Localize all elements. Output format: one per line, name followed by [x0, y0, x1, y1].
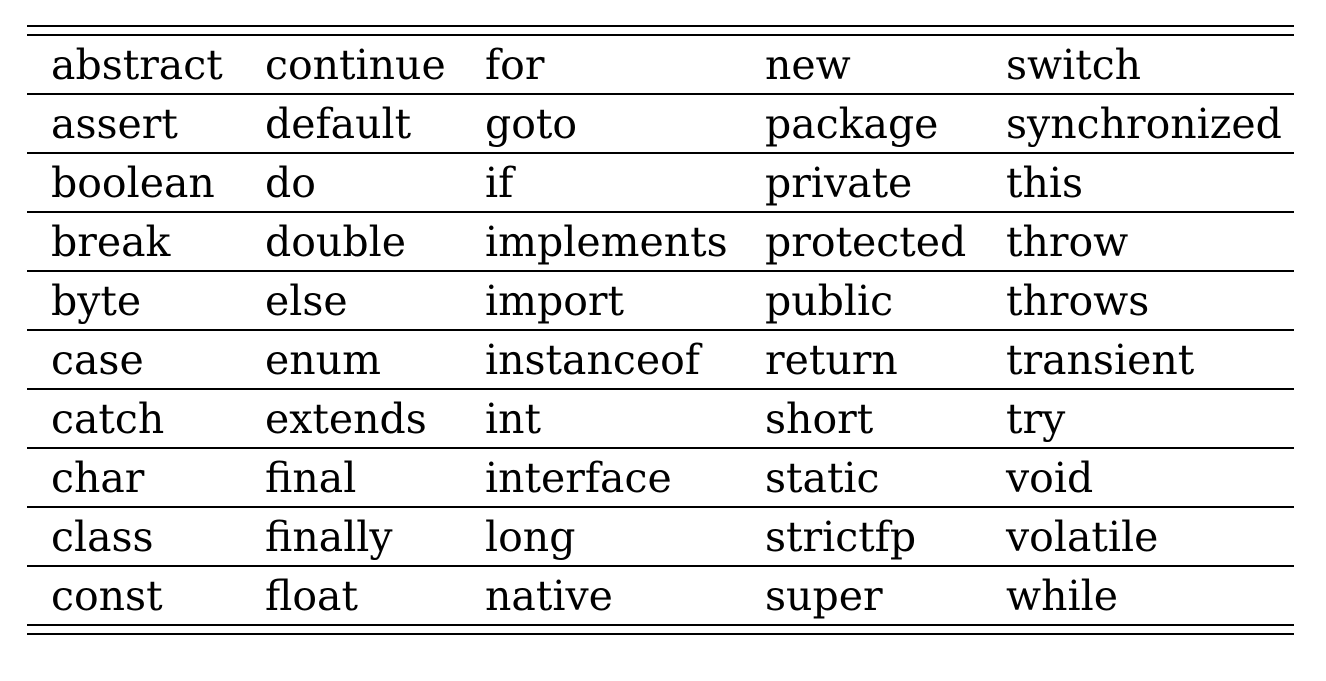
- keyword-cell: case: [51, 336, 144, 384]
- keyword-cell: abstract: [51, 41, 223, 89]
- keyword-cell: goto: [485, 100, 578, 148]
- keyword-cell: strictfp: [765, 513, 917, 561]
- keyword-cell: class: [51, 513, 154, 561]
- table-row: abstract continue for new switch: [27, 36, 1294, 95]
- keyword-cell: throw: [1006, 218, 1129, 266]
- keyword-cell: package: [765, 100, 939, 148]
- keyword-cell: finally: [265, 513, 393, 561]
- keyword-cell: double: [265, 218, 406, 266]
- keyword-cell: protected: [765, 218, 967, 266]
- keyword-cell: new: [765, 41, 851, 89]
- keyword-cell: interface: [485, 454, 672, 502]
- table-row: assert default goto package synchronized: [27, 95, 1294, 154]
- keyword-cell: this: [1006, 159, 1084, 207]
- keyword-cell: try: [1006, 395, 1066, 443]
- table-row: boolean do if private this: [27, 154, 1294, 213]
- keyword-cell: for: [485, 41, 545, 89]
- keyword-cell: default: [265, 100, 412, 148]
- keyword-cell: super: [765, 572, 883, 620]
- keyword-cell: if: [485, 159, 514, 207]
- keyword-cell: catch: [51, 395, 165, 443]
- keyword-cell: public: [765, 277, 894, 325]
- table-top-rule: [27, 25, 1294, 36]
- keyword-cell: while: [1006, 572, 1118, 620]
- keyword-cell: byte: [51, 277, 142, 325]
- table-row: break double implements protected throw: [27, 213, 1294, 272]
- keyword-cell: static: [765, 454, 880, 502]
- top-rule-inner: [27, 34, 1294, 36]
- keyword-cell: float: [265, 572, 358, 620]
- top-rule-outer: [27, 25, 1294, 27]
- keyword-cell: const: [51, 572, 163, 620]
- keyword-cell: final: [265, 454, 357, 502]
- keyword-cell: private: [765, 159, 913, 207]
- table-bottom-rule: [27, 624, 1294, 635]
- keyword-cell: synchronized: [1006, 100, 1282, 148]
- keyword-cell: void: [1006, 454, 1094, 502]
- keywords-table: abstract continue for new switch assert defaul…: [27, 25, 1294, 635]
- keyword-cell: volatile: [1006, 513, 1159, 561]
- keyword-cell: enum: [265, 336, 381, 384]
- keyword-cell: transient: [1006, 336, 1195, 384]
- table-row: class finally long strictfp volatile: [27, 508, 1294, 567]
- keyword-cell: instanceof: [485, 336, 700, 384]
- table-row: case enum instanceof return transient: [27, 331, 1294, 390]
- keyword-cell: extends: [265, 395, 427, 443]
- table-row: catch extends int short try: [27, 390, 1294, 449]
- keyword-cell: long: [485, 513, 576, 561]
- keyword-cell: int: [485, 395, 541, 443]
- table-row: byte else import public throws: [27, 272, 1294, 331]
- keyword-cell: throws: [1006, 277, 1150, 325]
- keyword-cell: boolean: [51, 159, 215, 207]
- table-body: abstract continue for new switch assert defaul…: [27, 36, 1294, 624]
- keyword-cell: import: [485, 277, 624, 325]
- keyword-cell: char: [51, 454, 145, 502]
- keyword-cell: short: [765, 395, 874, 443]
- bottom-rule-inner: [27, 624, 1294, 626]
- table-row: char final interface static void: [27, 449, 1294, 508]
- keyword-cell: continue: [265, 41, 446, 89]
- bottom-rule-outer: [27, 633, 1294, 635]
- table-row: const float native super while: [27, 567, 1294, 624]
- keyword-cell: return: [765, 336, 898, 384]
- keyword-cell: do: [265, 159, 316, 207]
- keyword-cell: native: [485, 572, 613, 620]
- keyword-cell: else: [265, 277, 348, 325]
- keyword-cell: switch: [1006, 41, 1142, 89]
- keyword-cell: assert: [51, 100, 178, 148]
- keyword-cell: implements: [485, 218, 728, 266]
- keyword-cell: break: [51, 218, 171, 266]
